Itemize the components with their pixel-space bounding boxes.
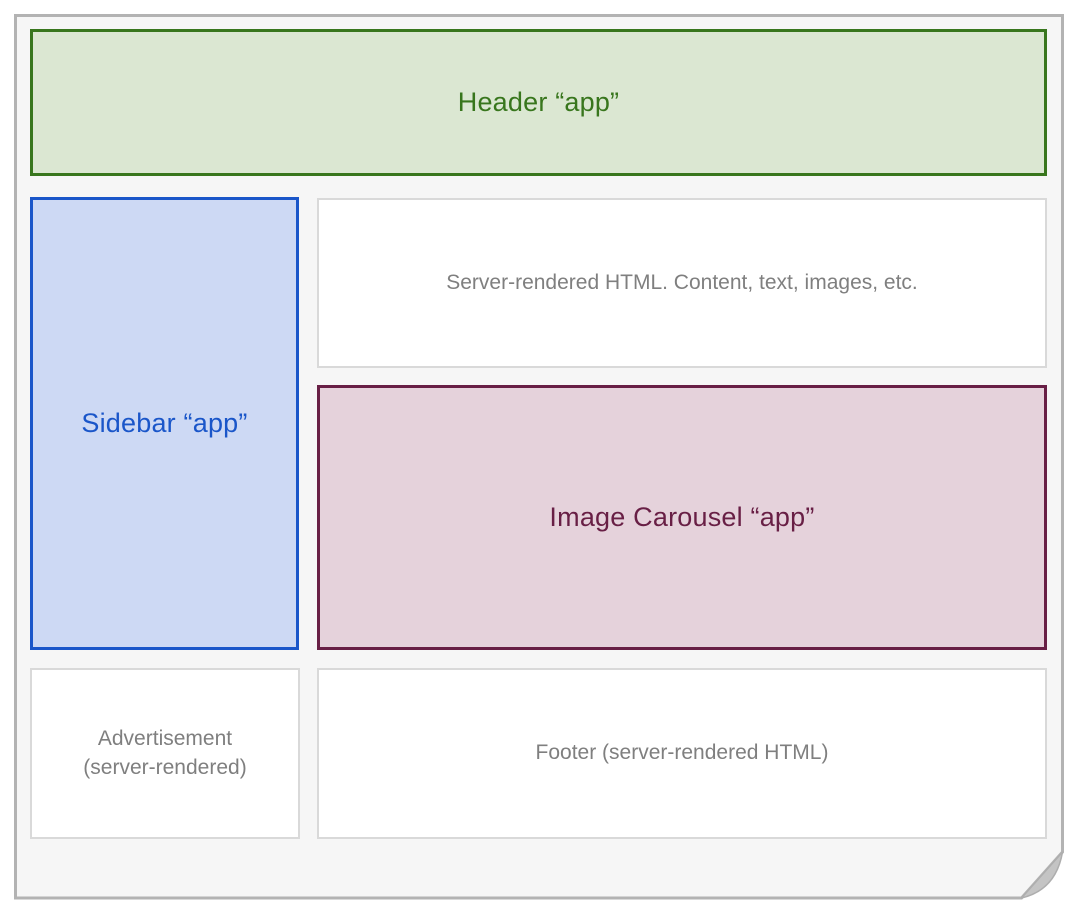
image-carousel-app-box: Image Carousel “app” [317, 385, 1047, 650]
header-app-box: Header “app” [30, 29, 1047, 176]
footer-label: Footer (server-rendered HTML) [535, 741, 829, 765]
header-app-label: Header “app” [457, 87, 620, 117]
image-carousel-app-label: Image Carousel “app” [549, 502, 815, 532]
sidebar-app-box: Sidebar “app” [30, 197, 299, 650]
server-rendered-content-box: Server-rendered HTML. Content, text, ima… [317, 198, 1047, 368]
advertisement-box: Advertisement (server-rendered) [30, 668, 300, 839]
advertisement-label-line1: Advertisement [97, 727, 233, 751]
page-fold-corner [1020, 851, 1064, 899]
advertisement-label-line2: (server-rendered) [83, 755, 247, 779]
footer-box: Footer (server-rendered HTML) [317, 668, 1047, 839]
sidebar-app-label: Sidebar “app” [81, 408, 248, 438]
server-rendered-content-label: Server-rendered HTML. Content, text, ima… [446, 270, 918, 294]
